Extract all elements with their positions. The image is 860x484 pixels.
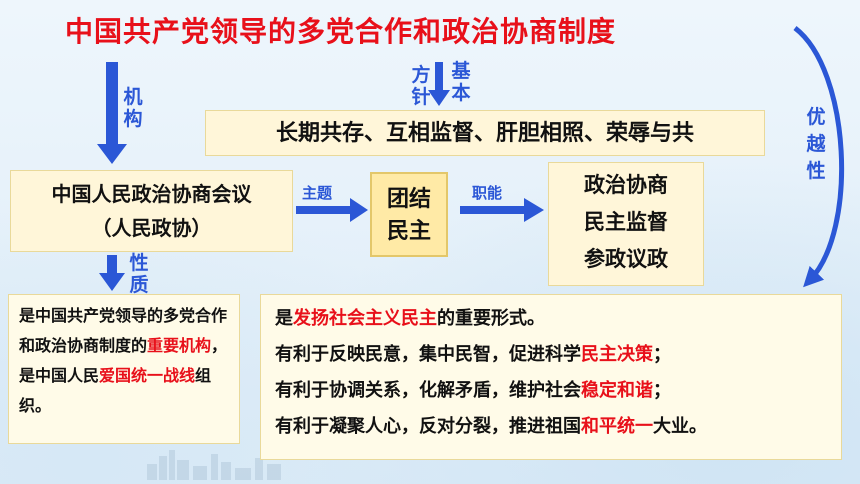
advantage-line: 有利于凝聚人心，反对分裂，推进祖国和平统一大业。 (275, 409, 827, 445)
principle-label-line1: 方针 (411, 64, 431, 108)
nature-highlight: 重要机构 (147, 336, 212, 355)
advantage-text: 有利于反映民意，集中民智，促进科学 (275, 344, 581, 365)
nature-label: 性质 (129, 252, 149, 296)
nature-text: 是中国共产党领导的多党合作和政治协商制度的 (19, 306, 228, 355)
mechanism-label: 机构 (123, 86, 143, 130)
theme-label: 主题 (302, 184, 333, 202)
basic-principle-box: 长期共存、互相监督、肝胆相照、荣辱与共 (205, 110, 765, 156)
nature-arrow (99, 255, 125, 291)
advantage-text: 大业。 (653, 416, 707, 437)
theme-arrow (296, 198, 368, 222)
advantage-text: 有利于凝聚人心，反对分裂，推进祖国 (275, 416, 581, 437)
nature-text: ，是中国人民 (19, 336, 228, 385)
advantage-line: 有利于协调关系，化解矛盾，维护社会稳定和谐； (275, 373, 827, 409)
advantage-text: 有利于协调关系，化解矛盾，维护社会 (275, 380, 581, 401)
advantage-text: ； (653, 380, 671, 401)
page-title: 中国共产党领导的多党合作和政治协商制度 (65, 15, 617, 48)
principle-label-line2: 基本 (451, 60, 471, 104)
theme-line2: 民主 (386, 219, 431, 244)
advantage-line: 有利于反映民意，集中民智，促进科学民主决策； (275, 337, 827, 373)
nature-box: 是中国共产党领导的多党合作和政治协商制度的重要机构，是中国人民爱国统一战线组织。 (8, 294, 240, 444)
city-skyline-decoration (147, 450, 281, 480)
advantage-label: 优越性 (806, 106, 826, 182)
basic-principle-text: 长期共存、互相监督、肝胆相照、荣辱与共 (275, 121, 694, 146)
advantage-highlight: 发扬社会主义民主 (293, 308, 437, 329)
function-label: 职能 (472, 184, 503, 202)
function-item: 参政议政 (584, 247, 668, 271)
function-item: 政治协商 (584, 173, 668, 197)
theme-line1: 团结 (386, 187, 431, 212)
function-arrow (460, 198, 544, 222)
cppcc-short-name: （人民政协） (91, 216, 212, 240)
advantage-text: ； (653, 344, 671, 365)
principle-arrow (428, 62, 450, 106)
advantage-text: 的重要形式。 (437, 308, 545, 329)
functions-box: 政治协商 民主监督 参政议政 (548, 162, 704, 286)
nature-highlight: 爱国统一战线 (99, 366, 196, 385)
cppcc-name: 中国人民政治协商会议 (51, 182, 252, 206)
advantage-highlight: 和平统一 (581, 416, 653, 437)
mechanism-arrow (97, 62, 127, 164)
advantage-curved-arrow (793, 26, 845, 288)
advantage-highlight: 稳定和谐 (581, 380, 653, 401)
advantage-text: 是 (275, 308, 293, 329)
advantage-highlight: 民主决策 (581, 344, 653, 365)
cppcc-box: 中国人民政治协商会议 （人民政协） (10, 170, 293, 252)
advantage-line: 是发扬社会主义民主的重要形式。 (275, 301, 827, 337)
function-item: 民主监督 (584, 210, 668, 234)
nature-text: 组织。 (19, 366, 212, 415)
advantages-box: 是发扬社会主义民主的重要形式。 有利于反映民意，集中民智，促进科学民主决策； 有… (260, 294, 842, 460)
theme-box: 团结 民主 (370, 172, 448, 257)
